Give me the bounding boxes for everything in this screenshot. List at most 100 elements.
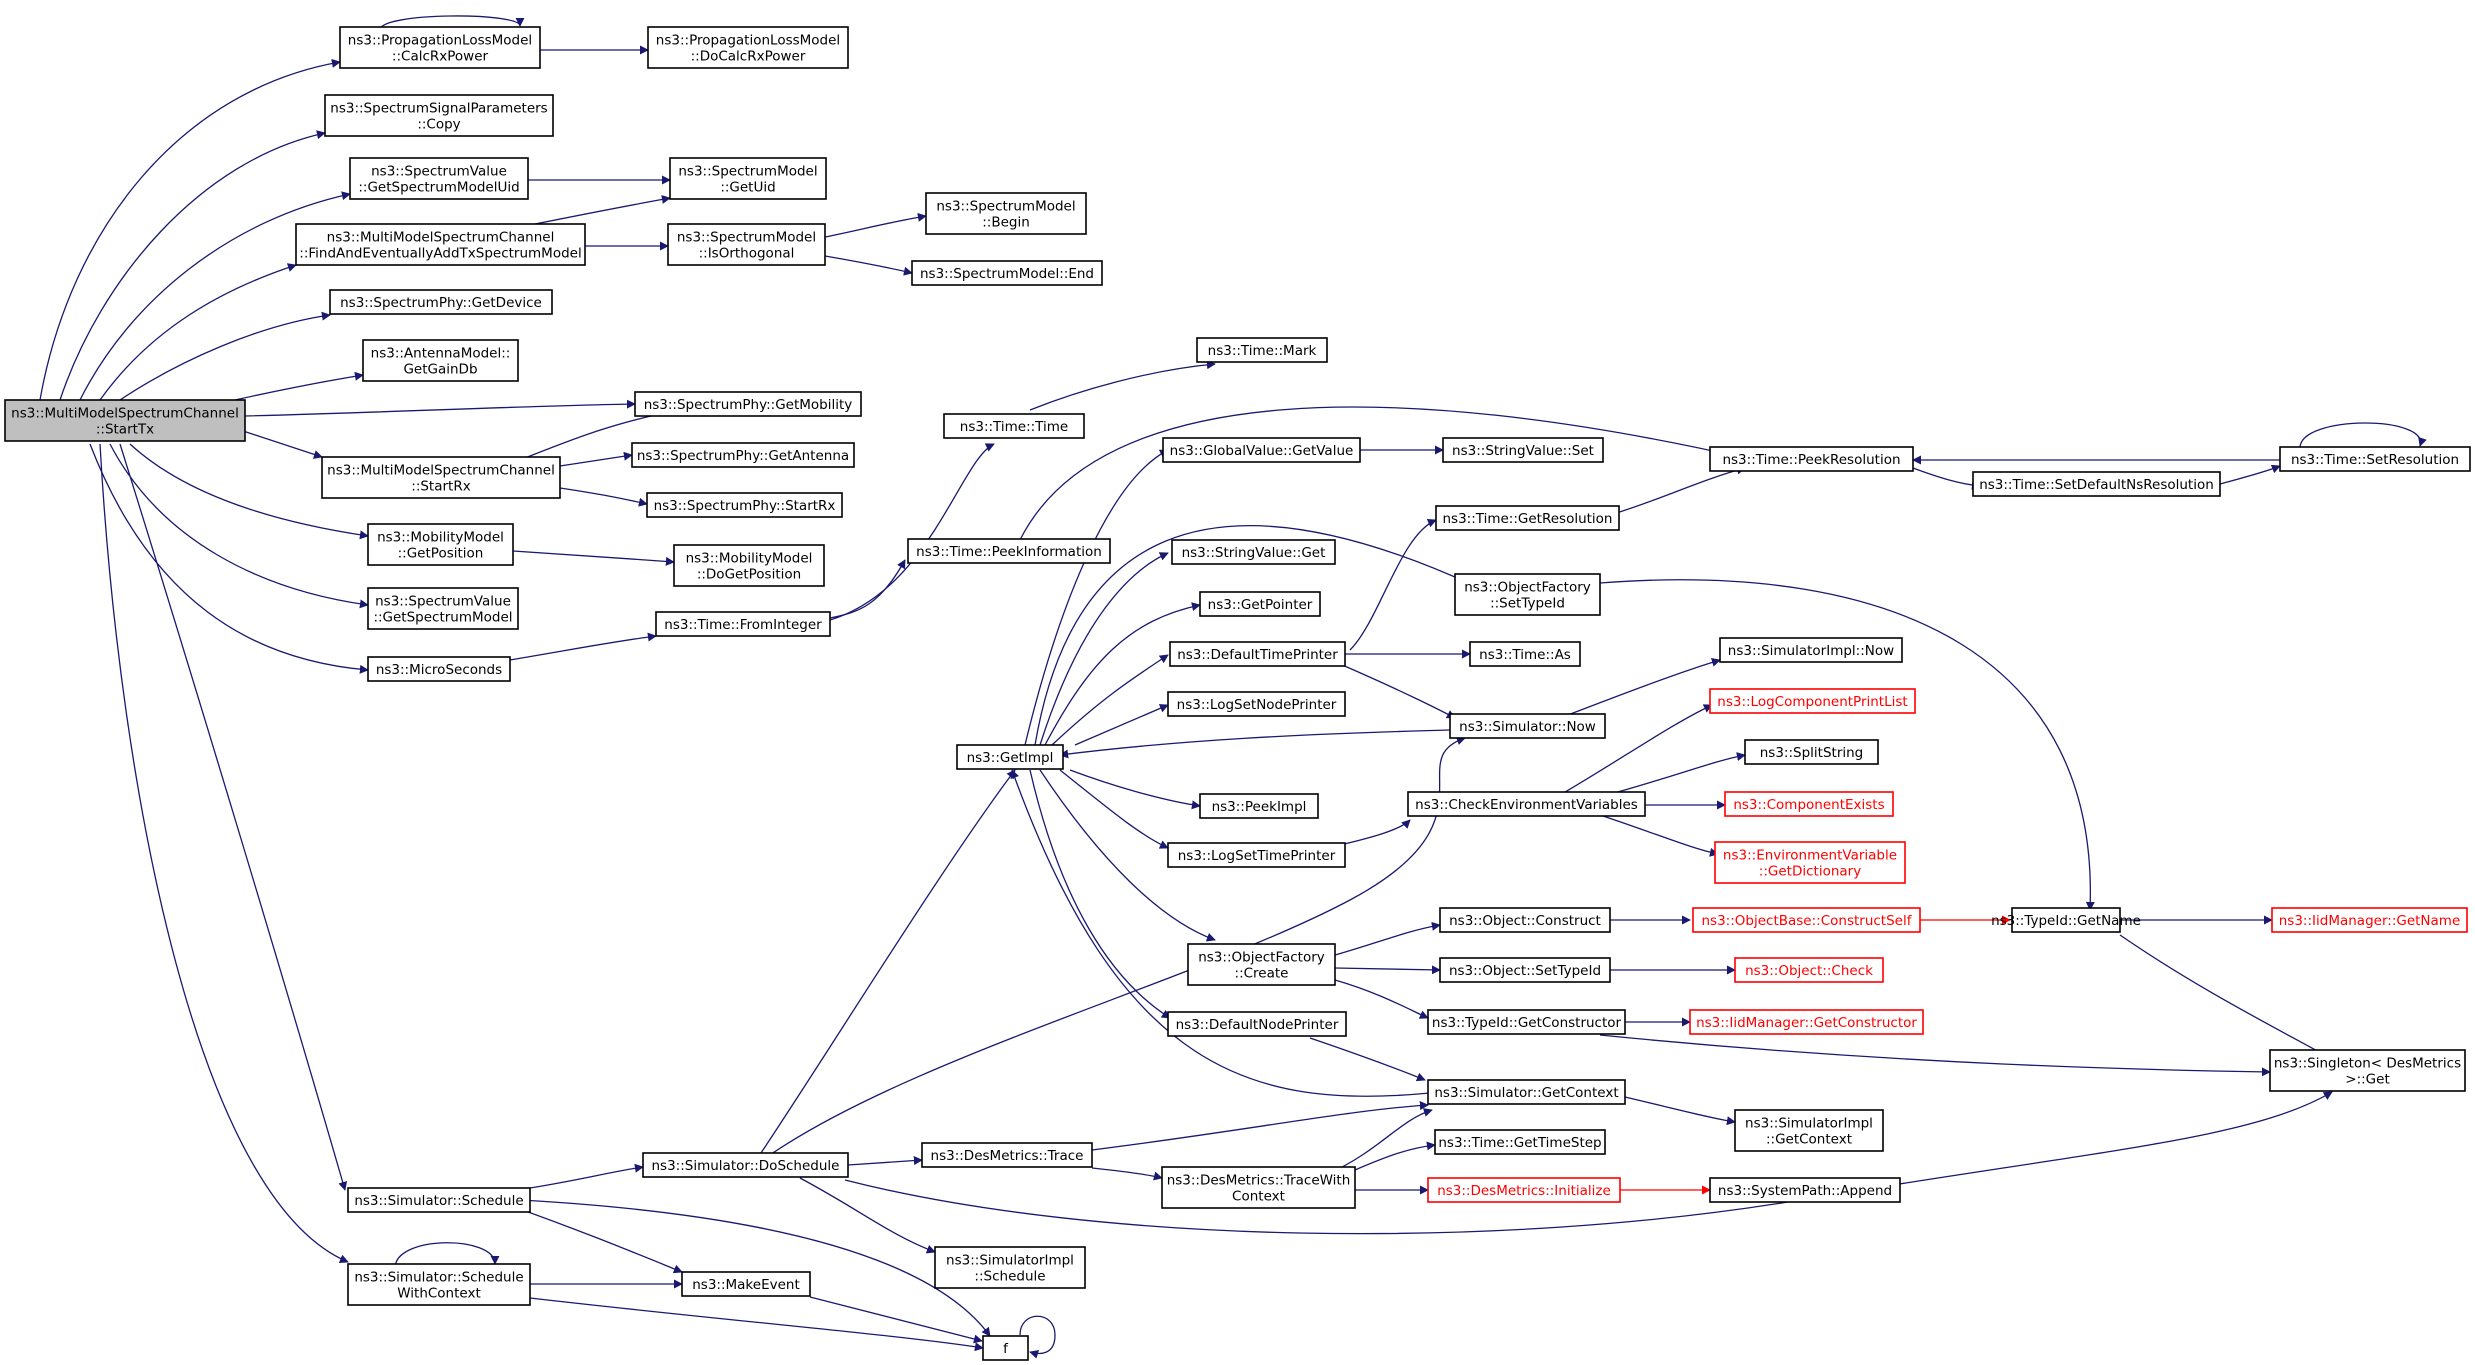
node-getsmuid[interactable]: ns3::SpectrumValue::GetSpectrumModelUid (349, 157, 529, 200)
node-peekres[interactable]: ns3::Time::PeekResolution (1709, 446, 1914, 472)
node-objcheck[interactable]: ns3::Object::Check (1734, 957, 1884, 983)
node-label: ::GetSpectrumModel (373, 610, 512, 626)
node-isorth[interactable]: ns3::SpectrumModel::IsOrthogonal (667, 223, 826, 266)
node-label: ns3::StringValue::Set (1452, 443, 1594, 459)
node-box (1199, 793, 1319, 819)
node-simdosched[interactable]: ns3::Simulator::DoSchedule (642, 1152, 849, 1178)
node-box (1714, 841, 1906, 884)
node-label: ns3::EnvironmentVariable (1723, 848, 1897, 864)
node-box (1434, 1129, 1606, 1155)
node-box (1442, 437, 1604, 463)
node-iidgetctor[interactable]: ns3::IidManager::GetConstructor (1689, 1009, 1924, 1035)
node-peekimpl[interactable]: ns3::PeekImpl (1199, 793, 1319, 819)
node-tidgetctor[interactable]: ns3::TypeId::GetConstructor (1427, 1009, 1626, 1035)
node-peekinfo[interactable]: ns3::Time::PeekInformation (907, 538, 1111, 564)
node-findadd[interactable]: ns3::MultiModelSpectrumChannel::FindAndE… (295, 223, 586, 266)
node-desminit[interactable]: ns3::DesMetrics::Initialize (1427, 1177, 1621, 1203)
node-box (367, 656, 511, 682)
node-box (2271, 907, 2468, 933)
node-svset[interactable]: ns3::StringValue::Set (1442, 437, 1604, 463)
node-docalcrx[interactable]: ns3::PropagationLossModel::DoCalcRxPower (647, 26, 849, 69)
node-label: ns3::Object::SetTypeId (1449, 963, 1601, 979)
node-box (4, 399, 246, 442)
node-makeevent[interactable]: ns3::MakeEvent (681, 1271, 811, 1297)
node-box (956, 744, 1064, 770)
node-getpointer[interactable]: ns3::GetPointer (1199, 591, 1321, 617)
node-box (1161, 1166, 1356, 1209)
node-timeas[interactable]: ns3::Time::As (1469, 641, 1581, 667)
node-label: ns3::IidManager::GetConstructor (1696, 1015, 1917, 1031)
node-phystartrx[interactable]: ns3::SpectrumPhy::StartRx (646, 492, 843, 518)
node-ofsettid[interactable]: ns3::ObjectFactory::SetTypeId (1454, 573, 1601, 616)
node-gaindb[interactable]: ns3::AntennaModel::GetGainDb (362, 339, 519, 382)
node-simimplsched[interactable]: ns3::SimulatorImpl::Schedule (934, 1246, 1086, 1289)
node-startrx-ch[interactable]: ns3::MultiModelSpectrumChannel::StartRx (321, 456, 561, 499)
node-micro[interactable]: ns3::MicroSeconds (367, 656, 511, 682)
node-frominteger[interactable]: ns3::Time::FromInteger (655, 611, 831, 637)
node-f[interactable]: f (982, 1335, 1029, 1361)
node-box (2269, 1049, 2466, 1092)
node-simimplgetctx[interactable]: ns3::SimulatorImpl::GetContext (1734, 1109, 1884, 1152)
node-calcrx[interactable]: ns3::PropagationLossModel::CalcRxPower (339, 26, 541, 69)
node-label: ns3::PropagationLossModel (656, 33, 840, 49)
node-dogetpos[interactable]: ns3::MobilityModel::DoGetPosition (673, 544, 825, 587)
node-label: ns3::SpectrumPhy::StartRx (654, 498, 836, 514)
node-timetime[interactable]: ns3::Time::Time (943, 413, 1085, 439)
node-tidgetname[interactable]: ns3::TypeId::GetName (1991, 907, 2141, 933)
node-smend[interactable]: ns3::SpectrumModel::End (911, 260, 1103, 286)
node-label: ns3::StringValue::Get (1182, 545, 1326, 561)
node-box (907, 538, 1111, 564)
node-splitstring[interactable]: ns3::SplitString (1744, 739, 1879, 765)
node-simimplnow[interactable]: ns3::SimulatorImpl::Now (1719, 637, 1903, 663)
node-envdict[interactable]: ns3::EnvironmentVariable::GetDictionary (1714, 841, 1906, 884)
node-objconstruct[interactable]: ns3::Object::Construct (1439, 907, 1611, 933)
node-box (1449, 713, 1606, 739)
node-box (673, 544, 825, 587)
node-sspcopy[interactable]: ns3::SpectrumSignalParameters::Copy (324, 94, 554, 137)
node-box (1167, 842, 1346, 868)
node-simgetctx[interactable]: ns3::Simulator::GetContext (1427, 1079, 1626, 1105)
node-getsm[interactable]: ns3::SpectrumValue::GetSpectrumModel (367, 587, 519, 630)
node-lstp[interactable]: ns3::LogSetTimePrinter (1167, 842, 1346, 868)
node-dnp[interactable]: ns3::DefaultNodePrinter (1167, 1011, 1347, 1037)
node-checkenv[interactable]: ns3::CheckEnvironmentVariables (1407, 791, 1646, 817)
node-label: ::Begin (982, 215, 1030, 231)
node-starttx[interactable]: ns3::MultiModelSpectrumChannel::StartTx (4, 399, 246, 442)
node-box (1972, 471, 2221, 497)
node-label: ns3::Time::As (1479, 647, 1571, 663)
node-box (367, 523, 514, 566)
node-simsched[interactable]: ns3::Simulator::Schedule (347, 1187, 531, 1213)
node-dtp[interactable]: ns3::DefaultTimePrinter (1169, 641, 1346, 667)
node-iidgetname[interactable]: ns3::IidManager::GetName (2271, 907, 2468, 933)
node-smbegin[interactable]: ns3::SpectrumModel::Begin (925, 192, 1087, 235)
node-label: ns3::GlobalValue::GetValue (1170, 443, 1354, 459)
node-obconstructself[interactable]: ns3::ObjectBase::ConstructSelf (1692, 907, 1921, 933)
node-lsnp[interactable]: ns3::LogSetNodePrinter (1167, 691, 1346, 717)
node-box (667, 223, 826, 266)
node-label: ns3::Time::Mark (1208, 343, 1317, 359)
node-setres[interactable]: ns3::Time::SetResolution (2279, 446, 2471, 472)
node-svget[interactable]: ns3::StringValue::Get (1171, 539, 1336, 565)
node-objsettid[interactable]: ns3::Object::SetTypeId (1439, 957, 1611, 983)
node-getmobility[interactable]: ns3::SpectrumPhy::GetMobility (634, 391, 862, 417)
node-compexists[interactable]: ns3::ComponentExists (1724, 791, 1894, 817)
node-timemark[interactable]: ns3::Time::Mark (1196, 337, 1328, 363)
node-box (1734, 957, 1884, 983)
node-simnow[interactable]: ns3::Simulator::Now (1449, 713, 1606, 739)
node-smgetuid[interactable]: ns3::SpectrumModel::GetUid (669, 157, 827, 200)
node-ofcreate[interactable]: ns3::ObjectFactory::Create (1187, 943, 1336, 986)
node-lcpl[interactable]: ns3::LogComponentPrintList (1709, 688, 1916, 714)
node-getimpl[interactable]: ns3::GetImpl (956, 744, 1064, 770)
node-timestep[interactable]: ns3::Time::GetTimeStep (1434, 1129, 1606, 1155)
node-singleton[interactable]: ns3::Singleton< DesMetrics>::Get (2269, 1049, 2466, 1092)
node-getantenna[interactable]: ns3::SpectrumPhy::GetAntenna (631, 442, 855, 468)
node-gvget[interactable]: ns3::GlobalValue::GetValue (1162, 437, 1361, 463)
node-getdevice[interactable]: ns3::SpectrumPhy::GetDevice (329, 289, 553, 315)
node-sysappend[interactable]: ns3::SystemPath::Append (1709, 1177, 1901, 1203)
node-desmtrace[interactable]: ns3::DesMetrics::Trace (921, 1142, 1093, 1168)
node-getposition[interactable]: ns3::MobilityModel::GetPosition (367, 523, 514, 566)
node-getres[interactable]: ns3::Time::GetResolution (1435, 505, 1620, 531)
node-setdefns[interactable]: ns3::Time::SetDefaultNsResolution (1972, 471, 2221, 497)
